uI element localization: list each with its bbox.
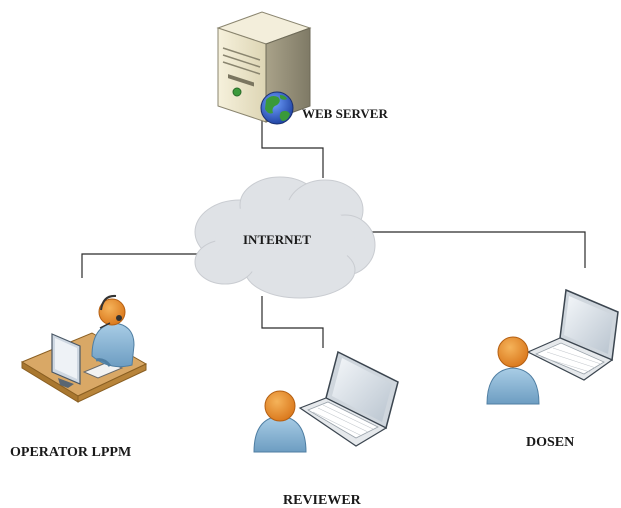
dosen-user-icon xyxy=(486,336,540,405)
dosen-label: DOSEN xyxy=(526,435,574,450)
reviewer-label: REVIEWER xyxy=(283,493,362,508)
cloud-icon xyxy=(194,176,376,299)
link-internet-reviewer xyxy=(261,296,324,348)
web-server-label: WEB SERVER xyxy=(302,106,388,121)
link-internet-dosen xyxy=(360,231,586,268)
link-internet-operator xyxy=(81,253,200,278)
operator-lppm-label: OPERATOR LPPM xyxy=(10,445,131,460)
reviewer-user-icon xyxy=(253,390,307,453)
operator-desk-icon xyxy=(20,294,148,403)
dosen-laptop-icon xyxy=(526,288,619,381)
globe-icon xyxy=(260,91,294,125)
link-server-internet xyxy=(261,112,324,178)
connection-lines xyxy=(81,112,586,348)
internet-label: INTERNET xyxy=(243,232,311,247)
reviewer-laptop-icon xyxy=(298,350,399,447)
